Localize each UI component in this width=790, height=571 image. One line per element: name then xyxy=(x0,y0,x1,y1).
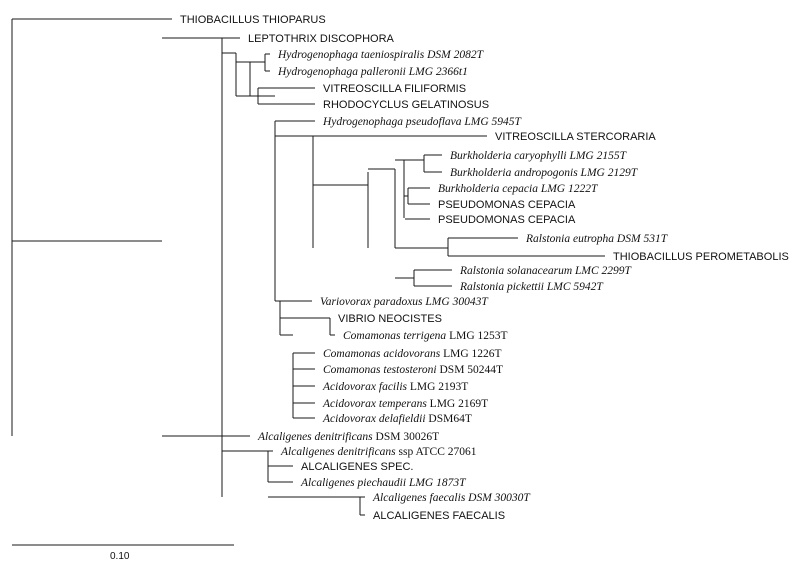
leaf-label-part: Ralstonia eutropha DSM 531T xyxy=(525,233,669,245)
leaf-label-part: THIOBACILLUS PEROMETABOLIS xyxy=(613,251,789,263)
leaf-label-part: THIOBACILLUS THIOPARUS xyxy=(180,14,326,26)
leaf-label-vitreoscilla-stercoraria: VITREOSCILLA STERCORARIA xyxy=(495,131,656,143)
leaf-label-part: Burkholderia caryophylli LMG 2155T xyxy=(450,150,628,162)
leaf-label-pseudomonas-cepacia-2: PSEUDOMONAS CEPACIA xyxy=(438,214,576,226)
leaf-label-part: Hydrogenophaga pseudoflava LMG 5945T xyxy=(322,116,523,128)
leaf-label-part: RHODOCYCLUS GELATINOSUS xyxy=(323,99,489,111)
leaf-label-acidovorax-facilis: Acidovorax facilis LMG 2193T xyxy=(322,381,468,393)
leaf-label-part: ALCALIGENES SPEC. xyxy=(301,461,414,473)
leaf-label-part: PSEUDOMONAS CEPACIA xyxy=(438,199,576,211)
leaf-label-part: DSM64T xyxy=(426,413,472,425)
leaf-label-part: Comamonas terrigena xyxy=(343,330,446,342)
leaf-label-ralstonia-eutropha: Ralstonia eutropha DSM 531T xyxy=(525,233,669,245)
leaf-label-part: LMG 1253T xyxy=(446,330,507,342)
leaf-label-part: Hydrogenophaga palleronii LMG 2366t1 xyxy=(277,66,468,78)
leaf-label-part: DSM 50244T xyxy=(437,364,503,376)
leaf-label-variovorax-paradoxus: Variovorax paradoxus LMG 30043T xyxy=(320,296,489,308)
leaf-labels: THIOBACILLUS THIOPARUS LEPTOTHRIX DISCOPH… xyxy=(180,14,789,522)
leaf-label-alcaligenes-denitrificans: Alcaligenes denitrificans DSM 30026T xyxy=(257,431,439,443)
leaf-label-pseudomonas-cepacia-1: PSEUDOMONAS CEPACIA xyxy=(438,199,576,211)
leaf-label-ralstonia-solanacearum: Ralstonia solanacearum LMC 2299T xyxy=(459,265,633,277)
leaf-label-vibrio-neocistes: VIBRIO NEOCISTES xyxy=(338,313,442,325)
leaf-label-burkholderia-cepacia: Burkholderia cepacia LMG 1222T xyxy=(438,183,599,195)
leaf-label-hydrogenophaga-pseudoflava: Hydrogenophaga pseudoflava LMG 5945T xyxy=(322,116,523,128)
leaf-label-part: Alcaligenes denitrificans xyxy=(280,446,396,458)
leaf-label-part: LMG 2169T xyxy=(427,398,488,410)
leaf-label-part: Alcaligenes piechaudii LMG 1873T xyxy=(300,477,467,489)
leaf-label-alcaligenes-piechaudii: Alcaligenes piechaudii LMG 1873T xyxy=(300,477,467,489)
leaf-label-part: Comamonas testosteroni xyxy=(323,364,437,376)
leaf-label-part: DSM 30026T xyxy=(373,431,439,443)
leaf-label-part: VITREOSCILLA STERCORARIA xyxy=(495,131,656,143)
leaf-label-burkholderia-andropogonis: Burkholderia andropogonis LMG 2129T xyxy=(450,167,639,179)
leaf-label-part: Hydrogenophaga taeniospiralis DSM 2082T xyxy=(277,49,485,61)
leaf-label-part: LEPTOTHRIX DISCOPHORA xyxy=(248,33,395,45)
leaf-label-acidovorax-temperans: Acidovorax temperans LMG 2169T xyxy=(322,398,488,410)
leaf-label-ralstonia-pickettii: Ralstonia pickettii LMC 5942T xyxy=(459,281,604,293)
leaf-label-comamonas-acidovorans: Comamonas acidovorans LMG 1226T xyxy=(323,348,502,360)
leaf-label-burkholderia-caryophylli: Burkholderia caryophylli LMG 2155T xyxy=(450,150,628,162)
leaf-label-part: ALCALIGENES FAECALIS xyxy=(373,510,505,522)
leaf-label-part: Alcaligenes faecalis DSM 30030T xyxy=(372,492,531,504)
scale-bar-label: 0.10 xyxy=(110,551,130,562)
leaf-label-thiobacillus-perometabolis: THIOBACILLUS PEROMETABOLIS xyxy=(613,251,789,263)
leaf-label-part: Burkholderia andropogonis LMG 2129T xyxy=(450,167,639,179)
leaf-label-leptothrix-discophora: LEPTOTHRIX DISCOPHORA xyxy=(248,33,395,45)
leaf-label-part: Acidovorax temperans xyxy=(322,398,427,410)
leaf-label-part: Acidovorax delafieldii xyxy=(322,413,426,425)
leaf-label-part: Alcaligenes denitrificans xyxy=(257,431,373,443)
leaf-label-part: ssp ATCC 27061 xyxy=(396,446,477,458)
leaf-label-comamonas-terrigena: Comamonas terrigena LMG 1253T xyxy=(343,330,508,342)
leaf-label-part: VIBRIO NEOCISTES xyxy=(338,313,442,325)
leaf-label-alcaligenes-faecalis-dsm: Alcaligenes faecalis DSM 30030T xyxy=(372,492,531,504)
tree-branches xyxy=(11,18,605,516)
leaf-label-alcaligenes-denitrificans-ssp: Alcaligenes denitrificans ssp ATCC 27061 xyxy=(280,446,477,458)
leaf-label-part: VITREOSCILLA FILIFORMIS xyxy=(323,83,466,95)
leaf-label-part: Ralstonia pickettii LMC 5942T xyxy=(459,281,604,293)
leaf-label-hydrogenophaga-taeniospiralis: Hydrogenophaga taeniospiralis DSM 2082T xyxy=(277,49,485,61)
leaf-label-alcaligenes-spec: ALCALIGENES SPEC. xyxy=(301,461,414,473)
leaf-label-part: LMG 2193T xyxy=(407,381,468,393)
leaf-label-hydrogenophaga-palleronii: Hydrogenophaga palleronii LMG 2366t1 xyxy=(277,66,468,78)
leaf-label-acidovorax-delafieldii: Acidovorax delafieldii DSM64T xyxy=(322,413,472,425)
leaf-label-comamonas-testosteroni: Comamonas testosteroni DSM 50244T xyxy=(323,364,503,376)
leaf-label-part: PSEUDOMONAS CEPACIA xyxy=(438,214,576,226)
leaf-label-part: Variovorax paradoxus LMG 30043T xyxy=(320,296,489,308)
leaf-label-part: Acidovorax facilis xyxy=(322,381,408,393)
scale-bar: 0.10 xyxy=(12,544,234,562)
leaf-label-thiobacillus-thioparus: THIOBACILLUS THIOPARUS xyxy=(180,14,326,26)
leaf-label-part: Ralstonia solanacearum LMC 2299T xyxy=(459,265,633,277)
leaf-label-vitreoscilla-filiformis: VITREOSCILLA FILIFORMIS xyxy=(323,83,466,95)
leaf-label-rhodocyclus-gelatinosus: RHODOCYCLUS GELATINOSUS xyxy=(323,99,489,111)
leaf-label-alcaligenes-faecalis: ALCALIGENES FAECALIS xyxy=(373,510,505,522)
leaf-label-part: Burkholderia cepacia LMG 1222T xyxy=(438,183,599,195)
leaf-label-part: LMG 1226T xyxy=(440,348,501,360)
leaf-label-part: Comamonas acidovorans xyxy=(323,348,441,360)
